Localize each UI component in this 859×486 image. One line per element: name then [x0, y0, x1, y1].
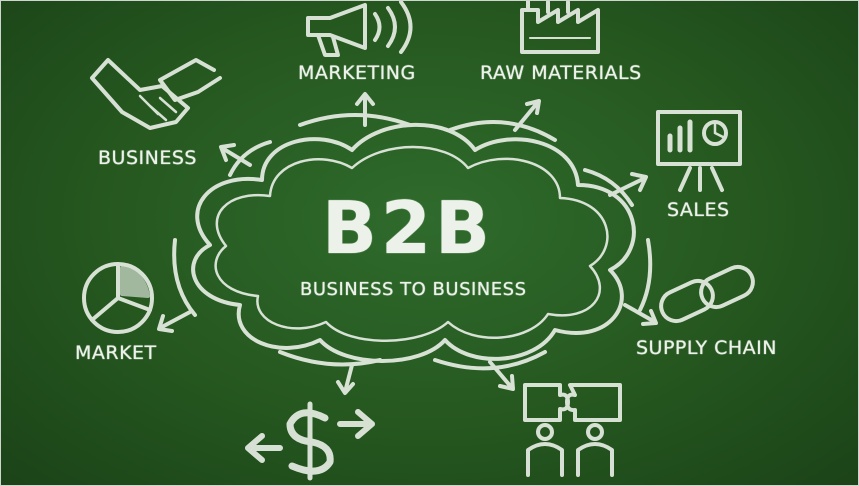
arrow-business	[219, 143, 252, 167]
label-raw-materials: RAW MATERIALS	[480, 62, 642, 84]
chain-link-icon	[659, 264, 755, 324]
arrow-market	[157, 310, 192, 333]
cloud-inner-outline	[214, 145, 609, 342]
factory-icon	[520, 0, 600, 54]
label-sales: SALES	[667, 199, 730, 221]
arrow-supply-chain	[623, 303, 658, 326]
label-business: BUSINESS	[98, 147, 197, 169]
label-marketing: MARKETING	[298, 62, 416, 84]
arrow-sales	[608, 172, 648, 197]
main-subtitle: BUSINESS TO BUSINESS	[300, 279, 527, 300]
pie-chart-icon	[82, 262, 154, 334]
dollar-exchange-icon	[245, 401, 375, 481]
cloud-outline	[191, 122, 636, 363]
puzzle-people-icon	[523, 383, 622, 477]
presentation-chart-icon	[656, 110, 742, 192]
label-market: MARKET	[75, 342, 157, 364]
megaphone-icon	[306, 0, 413, 57]
arrow-partners	[488, 360, 515, 391]
arrow-marketing	[355, 92, 375, 127]
main-title: B2B	[322, 186, 494, 270]
label-supply-chain: SUPPLY CHAIN	[636, 337, 777, 359]
arrow-finance	[336, 363, 355, 395]
arrow-raw-materials	[513, 99, 541, 132]
handshake-icon	[90, 58, 222, 130]
